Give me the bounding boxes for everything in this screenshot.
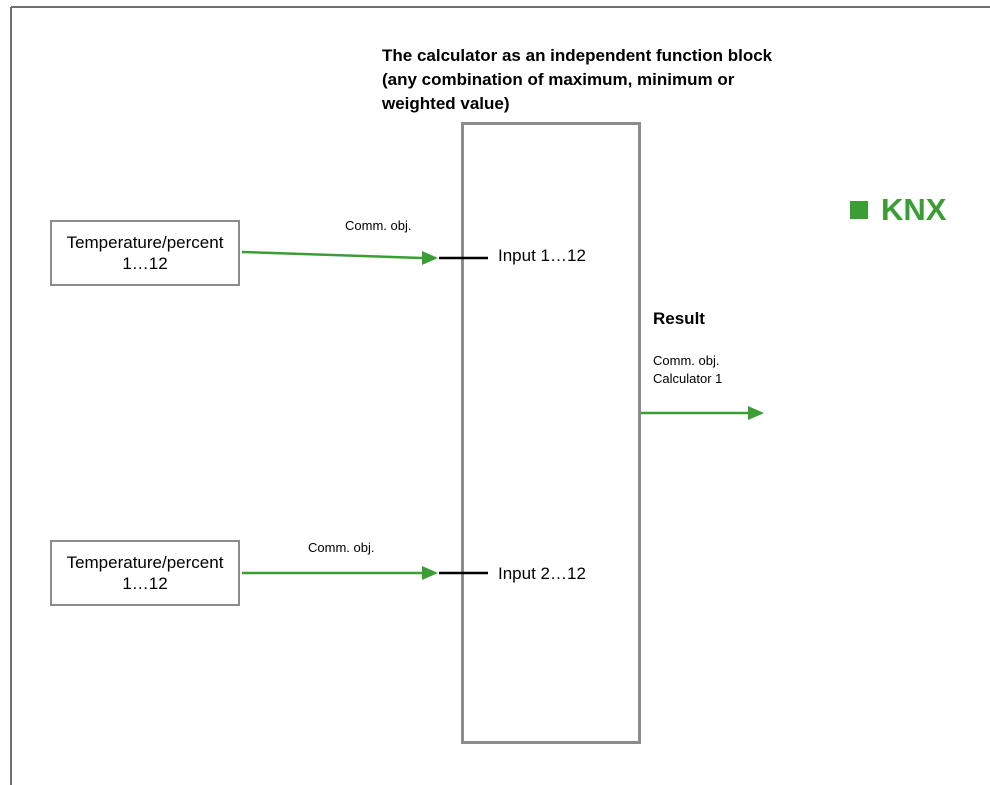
title-line-2: (any combination of maximum, minimum or: [382, 70, 735, 89]
result-line-1: Comm. obj.: [653, 353, 720, 368]
calculator-block: [461, 122, 641, 744]
connector-2-arrowhead: [422, 566, 438, 580]
source-box-1: Temperature/percent 1…12: [50, 220, 240, 286]
connector-1-line: [241, 250, 423, 260]
knx-label: KNX: [881, 192, 947, 227]
result-heading: Result: [653, 309, 705, 328]
connector-1-label: Comm. obj.: [345, 218, 412, 233]
source-box-2-line2: 1…12: [122, 574, 168, 593]
connector-2-label: Comm. obj.: [308, 540, 375, 555]
source-box-2: Temperature/percent 1…12: [50, 540, 240, 606]
source-box-1-line2: 1…12: [122, 254, 168, 273]
title-line-1: The calculator as an independent functio…: [382, 46, 773, 65]
connector-1-arrowhead: [422, 251, 438, 265]
diagram-title: The calculator as an independent functio…: [382, 44, 852, 116]
green-square-icon: [850, 201, 868, 219]
knx-brand: KNX: [850, 192, 947, 227]
source-box-2-line1: Temperature/percent: [66, 553, 224, 572]
result-line-2: Calculator 1: [653, 371, 723, 386]
title-line-3: weighted value): [382, 94, 510, 113]
source-box-1-line1: Temperature/percent: [66, 233, 224, 252]
input-2-label: Input 2…12: [498, 564, 586, 583]
input-1-label: Input 1…12: [498, 246, 586, 265]
result-output-arrowhead: [748, 406, 764, 420]
